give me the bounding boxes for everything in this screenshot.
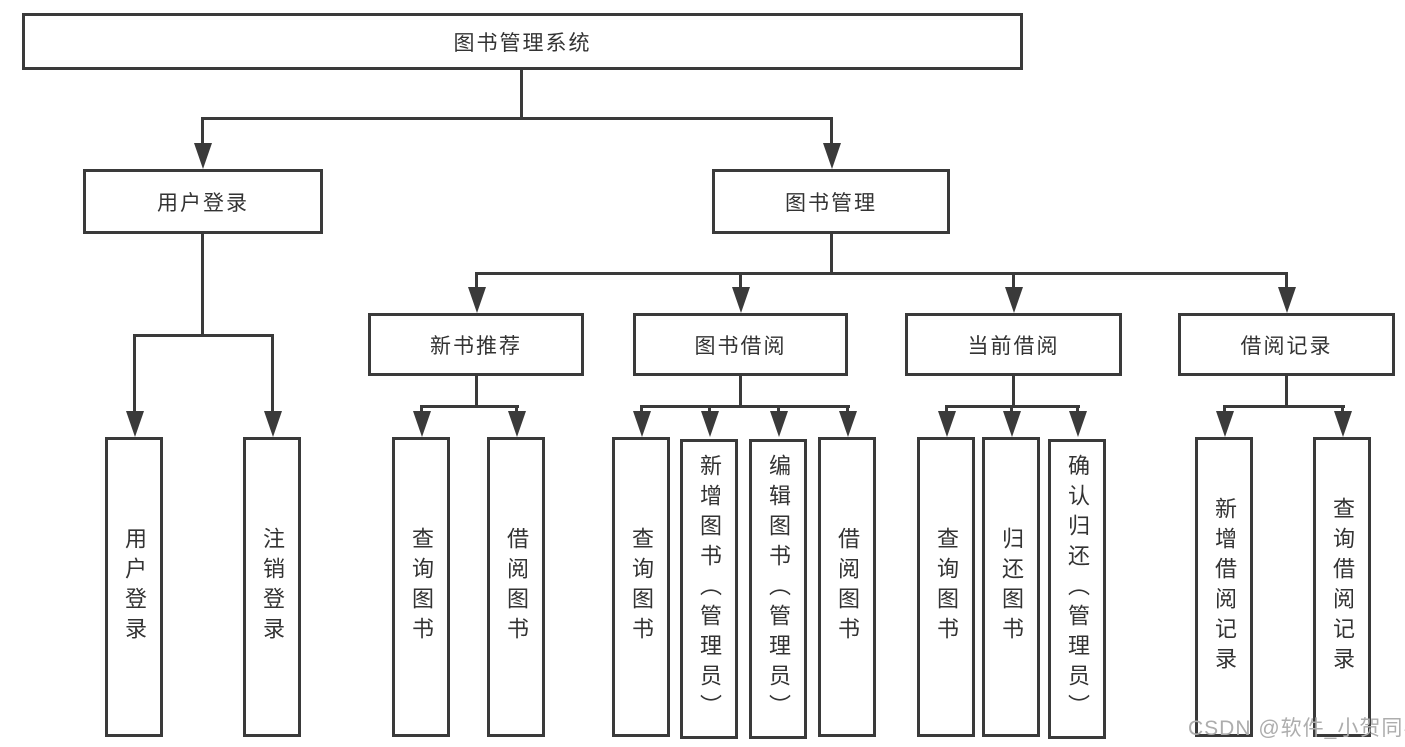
node-label: 查询图书	[409, 527, 434, 647]
connector-borrowing-rail	[640, 405, 850, 408]
node-new-book-recommendation: 新书推荐	[368, 313, 584, 376]
node-label: 查询图书	[934, 527, 959, 647]
connector-user-login-stem	[201, 231, 204, 337]
node-library-management-system: 图书管理系统	[22, 13, 1023, 70]
leaf-query-borrow-record: 查询借阅记录	[1313, 437, 1371, 737]
leaf-query-books-current: 查询图书	[917, 437, 975, 737]
connector-current-stem	[1012, 374, 1015, 408]
arrow-down-icon	[1223, 406, 1226, 411]
connector-root-stem	[520, 67, 523, 120]
leaf-edit-books-admin: 编辑图书（管理员）	[749, 439, 807, 739]
arrow-down-icon	[1076, 406, 1079, 411]
arrow-down-icon	[830, 118, 833, 143]
connector-recommend-stem	[475, 374, 478, 408]
leaf-add-borrow-record: 新增借阅记录	[1195, 437, 1253, 737]
node-label: 查询图书	[629, 527, 654, 647]
arrow-down-icon	[133, 335, 136, 411]
arrow-down-icon	[201, 118, 204, 143]
leaf-borrow-books-recommend: 借阅图书	[487, 437, 545, 737]
arrow-down-icon	[708, 406, 711, 411]
node-borrowing-records: 借阅记录	[1178, 313, 1395, 376]
arrow-down-icon	[945, 406, 948, 411]
node-book-borrowing: 图书借阅	[633, 313, 848, 376]
node-label: 借阅图书	[504, 527, 529, 647]
arrow-down-icon	[515, 406, 518, 411]
arrow-down-icon	[640, 406, 643, 411]
node-label: 注销登录	[260, 527, 285, 647]
arrow-down-icon	[777, 406, 780, 411]
node-label: 当前借阅	[967, 334, 1060, 358]
node-label: 用户登录	[122, 527, 147, 647]
connector-user-login-rail	[133, 334, 274, 337]
connector-records-rail	[1223, 405, 1345, 408]
leaf-logout: 注销登录	[243, 437, 301, 737]
node-label: 确认归还（管理员）	[1065, 454, 1090, 724]
connector-borrowing-stem	[739, 374, 742, 408]
arrow-down-icon	[420, 406, 423, 411]
node-label: 查询借阅记录	[1330, 497, 1355, 677]
node-current-borrowing: 当前借阅	[905, 313, 1122, 376]
node-label: 图书管理系统	[453, 31, 592, 55]
leaf-borrow-books: 借阅图书	[818, 437, 876, 737]
connector-book-mgmt-rail	[475, 272, 1288, 275]
arrow-down-icon	[739, 273, 742, 287]
leaf-return-books: 归还图书	[982, 437, 1040, 737]
connector-records-stem	[1285, 374, 1288, 408]
connector-level1-rail	[201, 117, 833, 120]
leaf-query-books-borrow: 查询图书	[612, 437, 670, 737]
leaf-confirm-return-admin: 确认归还（管理员）	[1048, 439, 1106, 739]
arrow-down-icon	[475, 273, 478, 287]
node-user-login: 用户登录	[83, 169, 323, 234]
node-label: 新增借阅记录	[1212, 497, 1237, 677]
csdn-watermark: CSDN @软件_小贺同学	[1188, 717, 1405, 740]
arrow-down-icon	[1341, 406, 1344, 411]
arrow-down-icon	[1010, 406, 1013, 411]
node-label: 编辑图书（管理员）	[766, 454, 791, 724]
node-label: 图书管理	[785, 191, 877, 215]
arrow-down-icon	[846, 406, 849, 411]
connector-book-mgmt-stem	[830, 231, 833, 275]
connector-recommend-rail	[420, 405, 519, 408]
arrow-down-icon	[1285, 273, 1288, 287]
node-book-management: 图书管理	[712, 169, 950, 234]
node-label: 用户登录	[157, 191, 249, 215]
leaf-user-login: 用户登录	[105, 437, 163, 737]
node-label: 新书推荐	[430, 334, 522, 358]
arrow-down-icon	[1012, 273, 1015, 287]
node-label: 新增图书（管理员）	[697, 454, 722, 724]
node-label: 借阅图书	[835, 527, 860, 647]
leaf-query-books-recommend: 查询图书	[392, 437, 450, 737]
arrow-down-icon	[271, 335, 274, 411]
leaf-add-books-admin: 新增图书（管理员）	[680, 439, 738, 739]
node-label: 图书借阅	[694, 334, 787, 358]
node-label: 借阅记录	[1240, 334, 1333, 358]
node-label: 归还图书	[999, 527, 1024, 647]
